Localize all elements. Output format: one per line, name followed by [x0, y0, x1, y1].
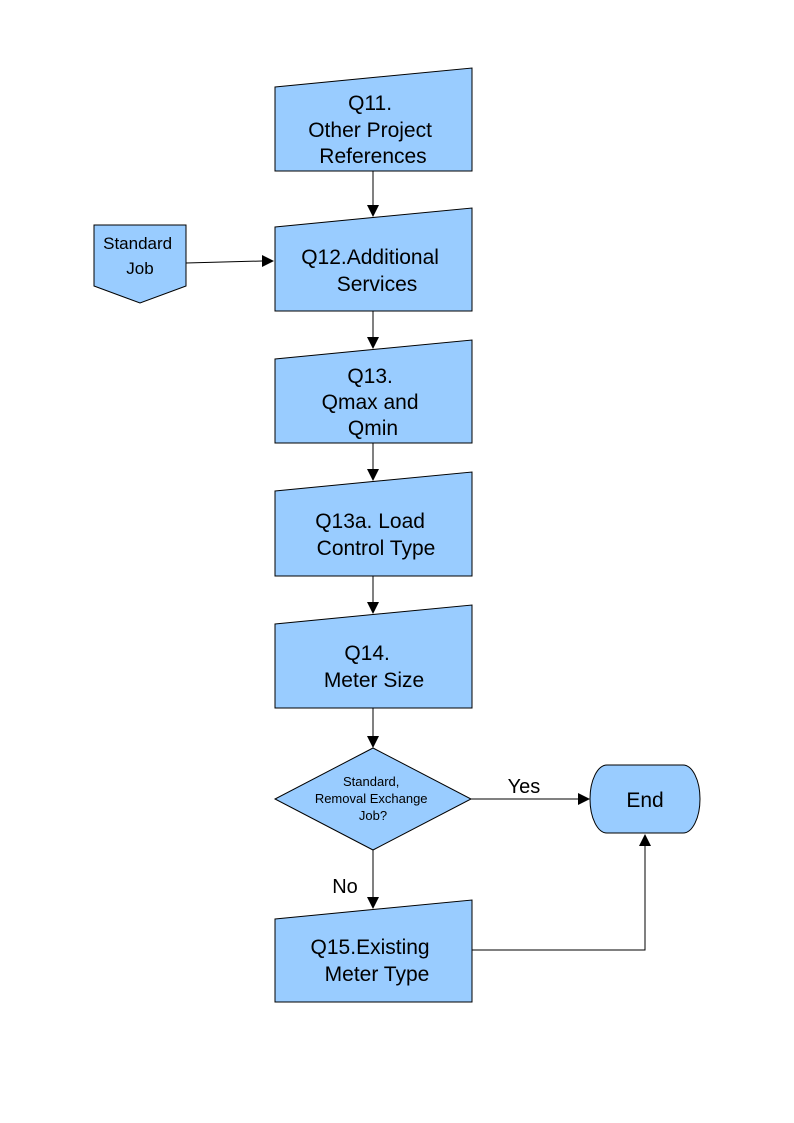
- node-q11-label: Q11. Other Project References: [308, 92, 438, 168]
- edge-q15-end: [472, 846, 646, 951]
- node-q12-line-2: Services: [337, 273, 418, 296]
- node-q11-line-1: Q11.: [348, 92, 392, 115]
- node-q11-line-3: References: [319, 145, 426, 168]
- node-q15-shape: [274, 899, 473, 1003]
- arrowhead-decision-q15: [367, 897, 379, 909]
- node-q13a-label: Q13a. Load Control Type: [315, 510, 435, 560]
- node-q12: Q12.Additional Services: [274, 207, 473, 312]
- node-standard-job-line-1: Standard: [103, 234, 172, 253]
- edge-label-no: No: [332, 876, 358, 898]
- node-q15: Q15.Existing Meter Type: [274, 899, 473, 1003]
- node-q13-label: Q13. Qmax and Qmin: [322, 365, 425, 440]
- arrowhead-q15-end: [639, 834, 651, 846]
- node-standard-job-label: Standard Job: [103, 234, 177, 278]
- node-q14-line-1: Q14.: [344, 642, 390, 665]
- node-q13-line-2: Qmax and: [322, 391, 419, 414]
- node-q15-label: Q15.Existing Meter Type: [311, 936, 436, 986]
- node-decision-line-1: Standard,: [343, 774, 399, 789]
- arrowhead-q11-q12: [367, 205, 379, 217]
- node-q11-shape: [274, 67, 473, 172]
- node-standard-job: Standard Job: [93, 224, 187, 304]
- arrowhead-q14-decision: [367, 736, 379, 748]
- arrowhead-q12-q13: [367, 337, 379, 349]
- node-q14-shape: [274, 604, 473, 709]
- edge-label-yes: Yes: [508, 776, 541, 798]
- node-q11-line-2: Other Project: [308, 119, 432, 142]
- arrowhead-q13a-q14: [367, 602, 379, 614]
- node-decision-label: Standard, Removal Exchange Job?: [315, 774, 431, 823]
- node-q14-label: Q14. Meter Size: [324, 642, 424, 692]
- node-q13a-line-2: Control Type: [317, 537, 436, 560]
- node-q13: Q13. Qmax and Qmin: [274, 339, 473, 444]
- node-standard-job-shape: [93, 224, 187, 304]
- arrowhead-standard-job-q12: [262, 255, 274, 267]
- node-q14-line-2: Meter Size: [324, 669, 424, 692]
- node-q12-shape: [274, 207, 473, 312]
- node-decision-line-3: Job?: [359, 808, 387, 823]
- arrowhead-decision-end: [578, 793, 590, 805]
- edge-standard-job-q12: [185, 260, 263, 264]
- node-decision-line-2: Removal Exchange: [315, 791, 428, 806]
- node-end-shape: [589, 764, 701, 834]
- node-q13-line-1: Q13.: [347, 365, 393, 388]
- node-q13a: Q13a. Load Control Type: [274, 471, 473, 577]
- node-end-label: End: [626, 789, 663, 812]
- node-q13a-line-1: Q13a. Load: [315, 510, 425, 533]
- node-q13-line-3: Qmin: [348, 417, 398, 440]
- node-end: End: [589, 764, 701, 834]
- node-q12-line-1: Q12.Additional: [301, 246, 439, 269]
- node-q13-shape: [274, 339, 473, 444]
- node-q15-line-2: Meter Type: [325, 963, 430, 986]
- arrowhead-q13-q13a: [367, 469, 379, 481]
- connectors: [185, 171, 651, 951]
- node-q11: Q11. Other Project References: [274, 67, 473, 172]
- node-decision: Standard, Removal Exchange Job?: [273, 747, 473, 851]
- node-decision-shape: [273, 747, 473, 851]
- node-q13a-shape: [274, 471, 473, 577]
- node-standard-job-line-2: Job: [126, 259, 153, 278]
- node-q14: Q14. Meter Size: [274, 604, 473, 709]
- node-q12-label: Q12.Additional Services: [301, 246, 445, 296]
- node-q15-line-1: Q15.Existing: [311, 936, 430, 959]
